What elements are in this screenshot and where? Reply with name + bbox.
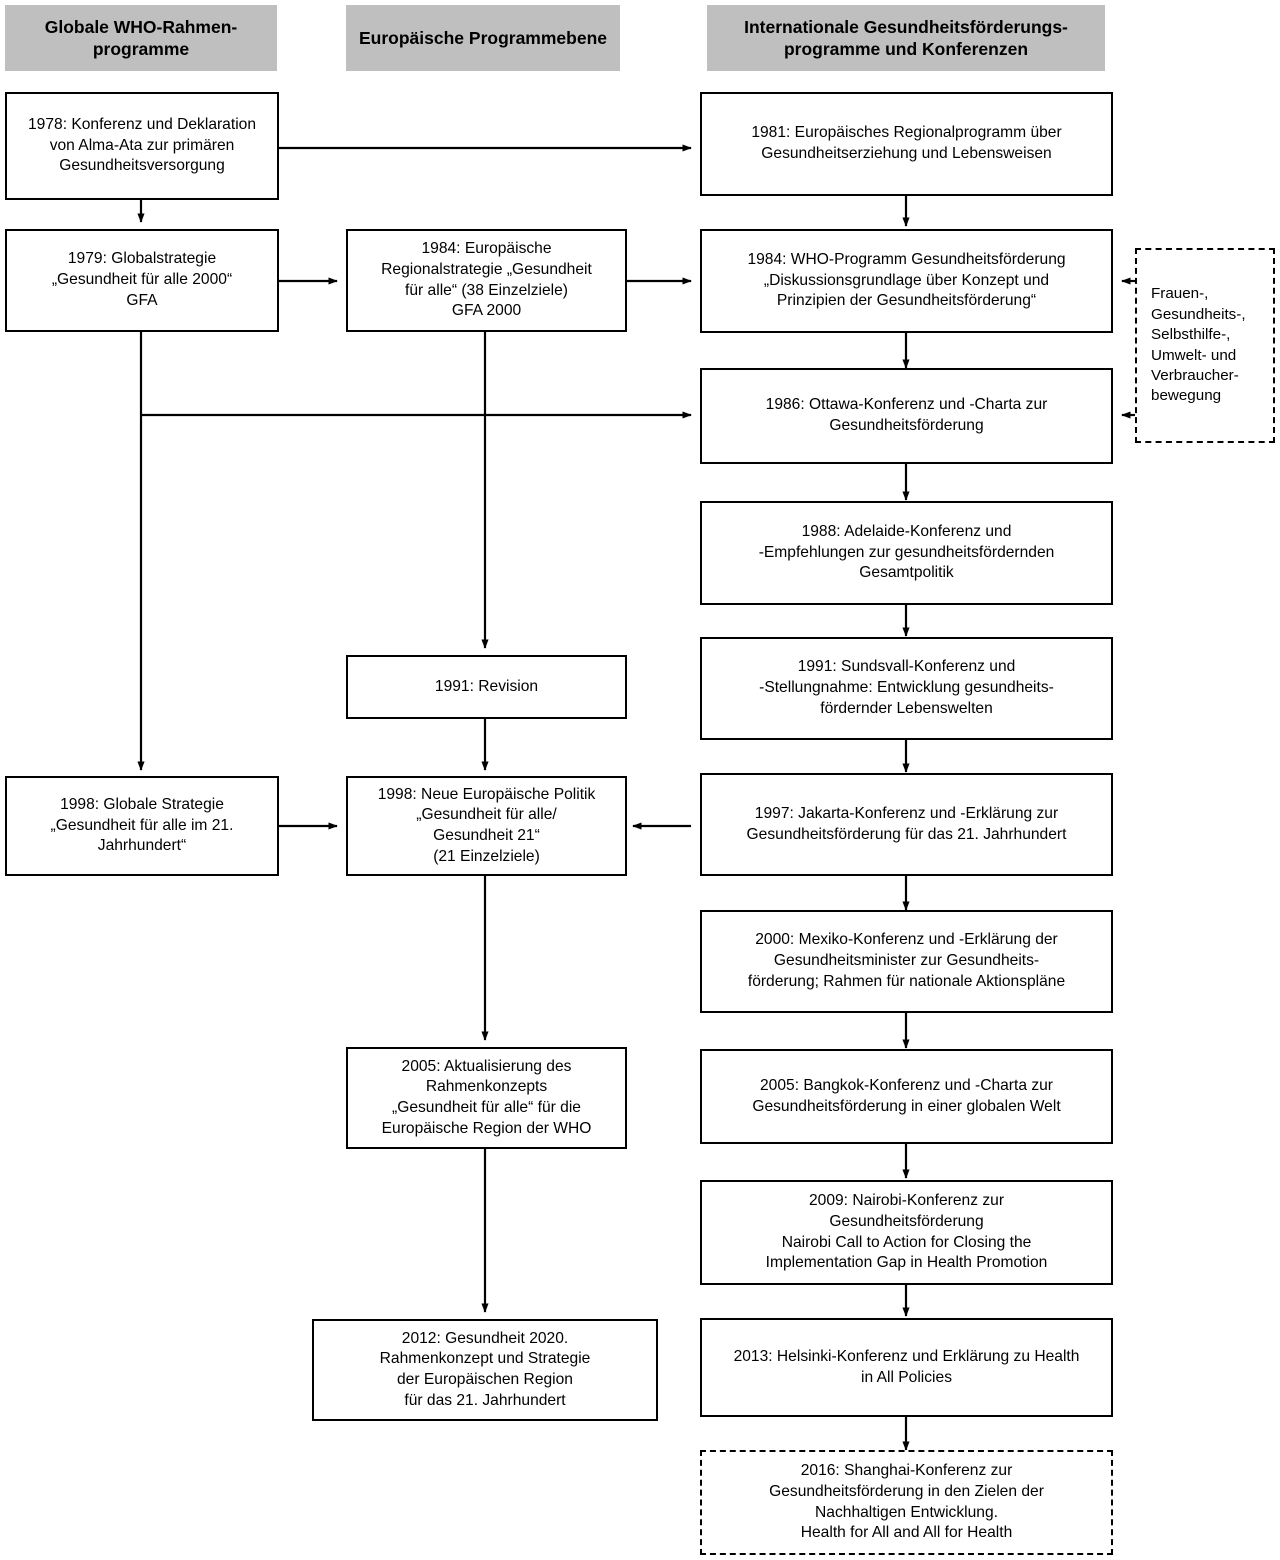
- node-1979-globalstrategie[interactable]: 1979: Globalstrategie „Gesundheit für al…: [5, 229, 279, 332]
- node-1998-globale-strategie[interactable]: 1998: Globale Strategie „Gesundheit für …: [5, 776, 279, 876]
- node-2016-shanghai-text: 2016: Shanghai-Konferenz zur Gesundheits…: [769, 1462, 1044, 1542]
- node-2013-helsinki-text: 2013: Helsinki-Konferenz und Erklärung z…: [733, 1347, 1080, 1386]
- node-1984-europaeische-regionalstrategie[interactable]: 1984: Europäische Regionalstrategie „Ges…: [346, 229, 627, 332]
- node-2016-shanghai[interactable]: 2016: Shanghai-Konferenz zur Gesundheits…: [700, 1450, 1113, 1555]
- node-2009-nairobi-text: 2009: Nairobi-Konferenz zur Gesundheitsf…: [765, 1192, 1048, 1272]
- node-1984-europaeische-regionalstrategie-text: 1984: Europäische Regionalstrategie „Ges…: [381, 240, 592, 320]
- node-soziale-bewegungen[interactable]: Frauen-, Gesundheits-, Selbsthilfe-, Umw…: [1135, 248, 1275, 443]
- node-1997-jakarta-text: 1997: Jakarta-Konferenz und -Erklärung z…: [746, 804, 1067, 843]
- node-1978-alma-ata[interactable]: 1978: Konferenz und Deklaration von Alma…: [5, 92, 279, 200]
- node-1998-neue-europaeische-politik-text: 1998: Neue Europäische Politik „Gesundhe…: [377, 785, 596, 865]
- node-1984-who-programm[interactable]: 1984: WHO-Programm Gesundheitsförderung …: [700, 229, 1113, 333]
- node-1988-adelaide-text: 1988: Adelaide-Konferenz und -Empfehlung…: [758, 522, 1055, 582]
- column-header-global: Globale WHO-Rahmen- programme: [5, 5, 277, 71]
- node-1991-sundsvall[interactable]: 1991: Sundsvall-Konferenz und -Stellungn…: [700, 637, 1113, 740]
- node-1981-regionalprogramm[interactable]: 1981: Europäisches Regionalprogramm über…: [700, 92, 1113, 196]
- node-1986-ottawa-text: 1986: Ottawa-Konferenz und -Charta zur G…: [765, 396, 1048, 434]
- node-2012-gesundheit-2020[interactable]: 2012: Gesundheit 2020. Rahmenkonzept und…: [312, 1319, 658, 1421]
- column-header-european-label: Europäische Programmebene: [359, 27, 607, 48]
- column-header-european: Europäische Programmebene: [346, 5, 620, 71]
- column-header-international: Internationale Gesundheitsförderungs- pr…: [707, 5, 1105, 71]
- node-1998-neue-europaeische-politik[interactable]: 1998: Neue Europäische Politik „Gesundhe…: [346, 776, 627, 876]
- node-2012-gesundheit-2020-text: 2012: Gesundheit 2020. Rahmenkonzept und…: [379, 1329, 591, 1409]
- node-1991-sundsvall-text: 1991: Sundsvall-Konferenz und -Stellungn…: [759, 658, 1054, 717]
- node-1991-revision-text: 1991: Revision: [434, 677, 539, 695]
- node-1981-regionalprogramm-text: 1981: Europäisches Regionalprogramm über…: [751, 124, 1062, 162]
- node-2013-helsinki[interactable]: 2013: Helsinki-Konferenz und Erklärung z…: [700, 1318, 1113, 1417]
- column-header-international-label: Internationale Gesundheitsförderungs- pr…: [744, 16, 1068, 59]
- node-1998-globale-strategie-text: 1998: Globale Strategie „Gesundheit für …: [50, 795, 234, 855]
- column-header-global-label: Globale WHO-Rahmen- programme: [44, 16, 238, 59]
- node-1997-jakarta[interactable]: 1997: Jakarta-Konferenz und -Erklärung z…: [700, 773, 1113, 876]
- node-2005-aktualisierung-rahmenkonzept-text: 2005: Aktualisierung des Rahmenkonzepts …: [381, 1057, 592, 1137]
- node-1991-revision[interactable]: 1991: Revision: [346, 655, 627, 719]
- node-2000-mexiko-text: 2000: Mexiko-Konferenz und -Erklärung de…: [747, 931, 1066, 990]
- node-1986-ottawa[interactable]: 1986: Ottawa-Konferenz und -Charta zur G…: [700, 368, 1113, 464]
- node-2005-aktualisierung-rahmenkonzept[interactable]: 2005: Aktualisierung des Rahmenkonzepts …: [346, 1047, 627, 1149]
- node-2009-nairobi[interactable]: 2009: Nairobi-Konferenz zur Gesundheitsf…: [700, 1180, 1113, 1285]
- node-2005-bangkok-text: 2005: Bangkok-Konferenz und -Charta zur …: [752, 1076, 1061, 1115]
- node-2000-mexiko[interactable]: 2000: Mexiko-Konferenz und -Erklärung de…: [700, 910, 1113, 1013]
- node-soziale-bewegungen-text: Frauen-, Gesundheits-, Selbsthilfe-, Umw…: [1151, 285, 1246, 405]
- node-1978-alma-ata-text: 1978: Konferenz und Deklaration von Alma…: [28, 115, 256, 175]
- node-1984-who-programm-text: 1984: WHO-Programm Gesundheitsförderung …: [747, 250, 1066, 310]
- node-1979-globalstrategie-text: 1979: Globalstrategie „Gesundheit für al…: [51, 250, 233, 309]
- node-1988-adelaide[interactable]: 1988: Adelaide-Konferenz und -Empfehlung…: [700, 501, 1113, 605]
- node-2005-bangkok[interactable]: 2005: Bangkok-Konferenz und -Charta zur …: [700, 1049, 1113, 1144]
